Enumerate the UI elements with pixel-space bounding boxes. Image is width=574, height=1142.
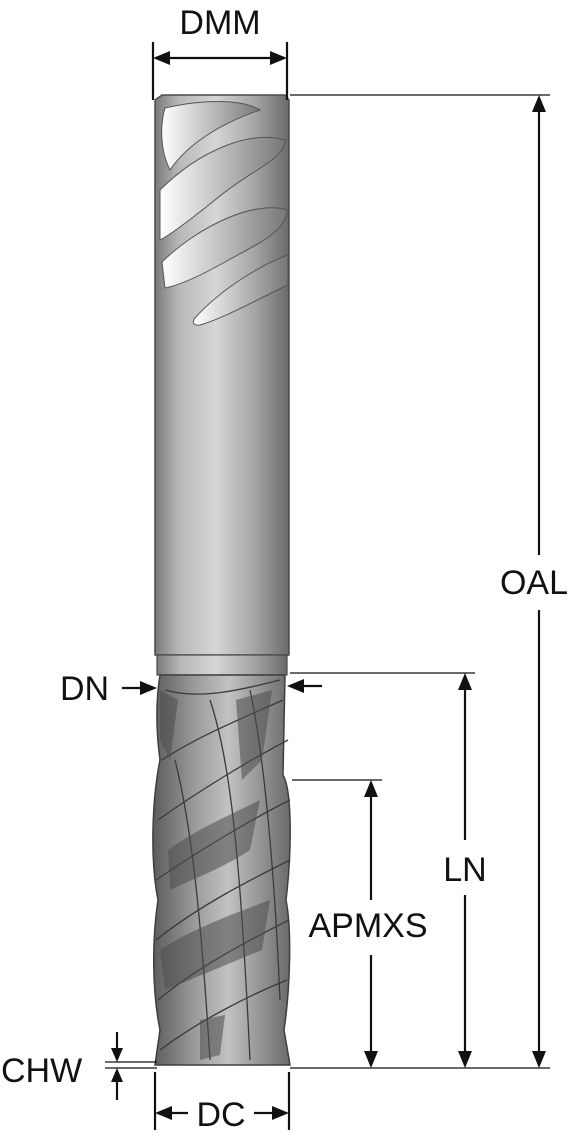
arrow-head	[153, 51, 170, 65]
chw-label: CHW	[1, 1052, 82, 1090]
arrow-head	[458, 673, 472, 690]
flute-shadows	[160, 690, 272, 1060]
oal-dimension: OAL	[290, 94, 568, 1069]
arrow-head	[270, 51, 287, 65]
apmxs-label: APMXS	[308, 907, 427, 945]
dc-dimension: DC	[153, 1072, 291, 1134]
chw-dimension: CHW	[1, 1032, 157, 1100]
shank-groove	[192, 254, 289, 326]
arrow-head	[532, 95, 546, 112]
arrow-head	[532, 1051, 546, 1068]
arrow-head	[155, 1106, 172, 1120]
oal-label: OAL	[500, 564, 568, 602]
arrow-head	[140, 681, 157, 695]
dn-label: DN	[60, 670, 109, 708]
dc-label: DC	[196, 1096, 245, 1134]
dmm-dimension: DMM	[151, 4, 289, 100]
arrow-head	[364, 1051, 378, 1068]
ln-label: LN	[443, 851, 486, 889]
tool-neck	[156, 654, 288, 676]
shank-groove	[159, 136, 286, 241]
arrow-head	[272, 1106, 289, 1120]
arrow-head	[287, 679, 304, 693]
shank-groove	[161, 207, 288, 289]
shank-groove	[161, 101, 262, 171]
arrow-head	[111, 1068, 123, 1082]
apmxs-dimension: APMXS	[292, 779, 428, 1068]
ln-dimension: LN	[290, 672, 487, 1068]
arrow-head	[458, 1051, 472, 1068]
dmm-label: DMM	[179, 4, 260, 42]
arrow-head	[111, 1048, 123, 1062]
dn-dimension: DN	[60, 670, 322, 708]
arrow-head	[364, 780, 378, 797]
end-mill-tool	[152, 94, 291, 1066]
